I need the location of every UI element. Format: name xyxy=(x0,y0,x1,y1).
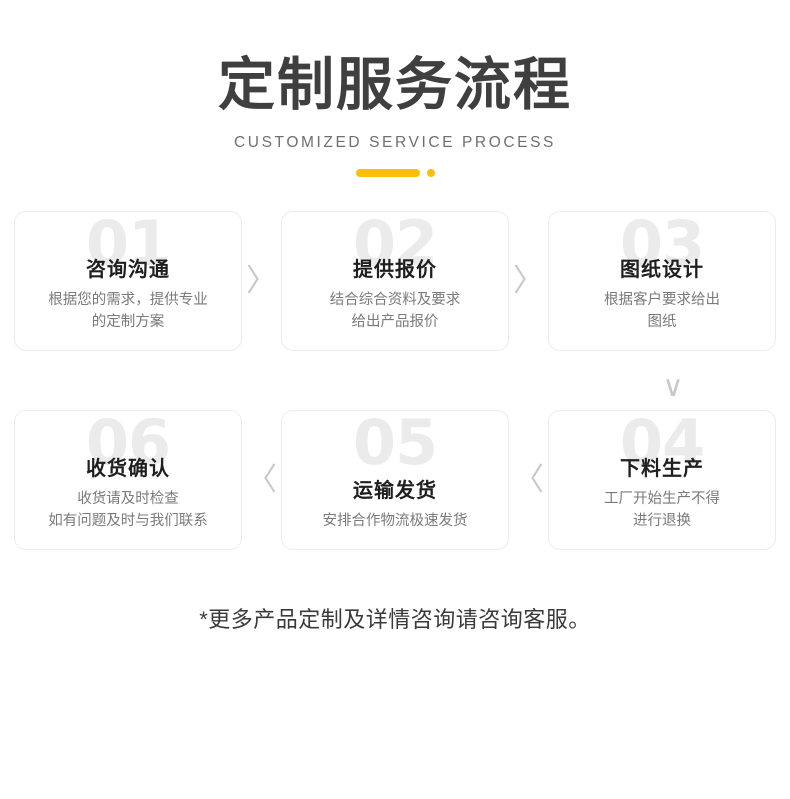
step-number-01: 01 xyxy=(85,210,171,280)
step-title-03: 图纸设计 xyxy=(620,256,704,281)
chevron-left-icon-1: 〈 xyxy=(246,462,277,498)
step-desc-06-line2: 如有问题及时与我们联系 xyxy=(48,513,208,530)
step-desc-04: 工厂开始生产不得 进行退换 xyxy=(549,488,775,533)
step-number-04: 04 xyxy=(619,409,705,479)
step-body-02: 提供报价 结合综合资料及要求 给出产品报价 xyxy=(282,253,508,334)
step-title-01: 咨询沟通 xyxy=(86,256,170,281)
step-desc-05-line1: 安排合作物流极速发货 xyxy=(322,513,468,530)
process-flow: 01 咨询沟通 根据您的需求，提供专业 的定制方案 〉 02 提供报价 结合综合… xyxy=(0,210,790,550)
step-desc-04-line2: 进行退换 xyxy=(633,513,691,530)
step-number-02: 02 xyxy=(352,210,438,280)
step-desc-01: 根据您的需求，提供专业 的定制方案 xyxy=(15,289,241,334)
process-step-05[interactable]: 05 运输发货 安排合作物流极速发货 xyxy=(281,409,509,550)
footer-note: *更多产品定制及详情咨询请咨询客服。 xyxy=(199,606,591,632)
step-title-02: 提供报价 xyxy=(353,256,437,281)
process-step-03[interactable]: 03 图纸设计 根据客户要求给出 图纸 xyxy=(548,210,776,351)
page-subtitle: CUSTOMIZED SERVICE PROCESS xyxy=(234,133,556,151)
process-row-two: 06 收货确认 收货请及时检查 如有问题及时与我们联系 〈 05 运输发货 安排… xyxy=(14,409,776,550)
step-desc-04-line1: 工厂开始生产不得 xyxy=(604,490,720,507)
accent-dot xyxy=(426,169,435,178)
step-desc-02-line1: 结合综合资料及要求 xyxy=(329,291,461,308)
page-header: 定制服务流程 CUSTOMIZED SERVICE PROCESS xyxy=(0,0,790,178)
step-body-04: 下料生产 工厂开始生产不得 进行退换 xyxy=(549,452,775,533)
process-step-06[interactable]: 06 收货确认 收货请及时检查 如有问题及时与我们联系 xyxy=(14,409,242,550)
process-step-04[interactable]: 04 下料生产 工厂开始生产不得 进行退换 xyxy=(548,409,776,550)
step-title-06: 收货确认 xyxy=(86,455,170,480)
accent-bar xyxy=(355,169,420,178)
step-number-03: 03 xyxy=(619,210,705,280)
step-number-06: 06 xyxy=(85,409,171,479)
step-body-03: 图纸设计 根据客户要求给出 图纸 xyxy=(549,253,775,334)
step-body-01: 咨询沟通 根据您的需求，提供专业 的定制方案 xyxy=(15,253,241,334)
step-body-06: 收货确认 收货请及时检查 如有问题及时与我们联系 xyxy=(15,452,241,533)
process-step-01[interactable]: 01 咨询沟通 根据您的需求，提供专业 的定制方案 xyxy=(14,210,242,351)
chevron-right-icon-2: 〉 xyxy=(513,263,544,299)
chevron-left-icon-2: 〈 xyxy=(513,462,544,498)
step-desc-03-line2: 图纸 xyxy=(647,314,677,331)
chevron-down-icon: ∨ xyxy=(662,371,684,404)
page-title: 定制服务流程 xyxy=(218,52,572,118)
step-desc-05: 安排合作物流极速发货 xyxy=(282,510,508,532)
step-desc-06: 收货请及时检查 如有问题及时与我们联系 xyxy=(15,488,241,533)
chevron-right-icon-1: 〉 xyxy=(246,263,277,299)
process-step-02[interactable]: 02 提供报价 结合综合资料及要求 给出产品报价 xyxy=(281,210,509,351)
process-row-one: 01 咨询沟通 根据您的需求，提供专业 的定制方案 〉 02 提供报价 结合综合… xyxy=(14,210,776,351)
step-title-05: 运输发货 xyxy=(353,478,437,503)
step-desc-01-line2: 的定制方案 xyxy=(91,314,165,331)
step-number-05: 05 xyxy=(352,409,438,479)
step-desc-03: 根据客户要求给出 图纸 xyxy=(549,289,775,334)
step-desc-02-line2: 给出产品报价 xyxy=(351,314,439,331)
step-desc-02: 结合综合资料及要求 给出产品报价 xyxy=(282,289,508,334)
step-body-05: 运输发货 安排合作物流极速发货 xyxy=(282,474,508,532)
step-desc-06-line1: 收货请及时检查 xyxy=(77,490,179,507)
step-desc-01-line1: 根据您的需求，提供专业 xyxy=(48,291,208,308)
accent-divider xyxy=(0,169,790,178)
step-desc-03-line1: 根据客户要求给出 xyxy=(604,291,720,308)
step-title-04: 下料生产 xyxy=(620,455,704,480)
